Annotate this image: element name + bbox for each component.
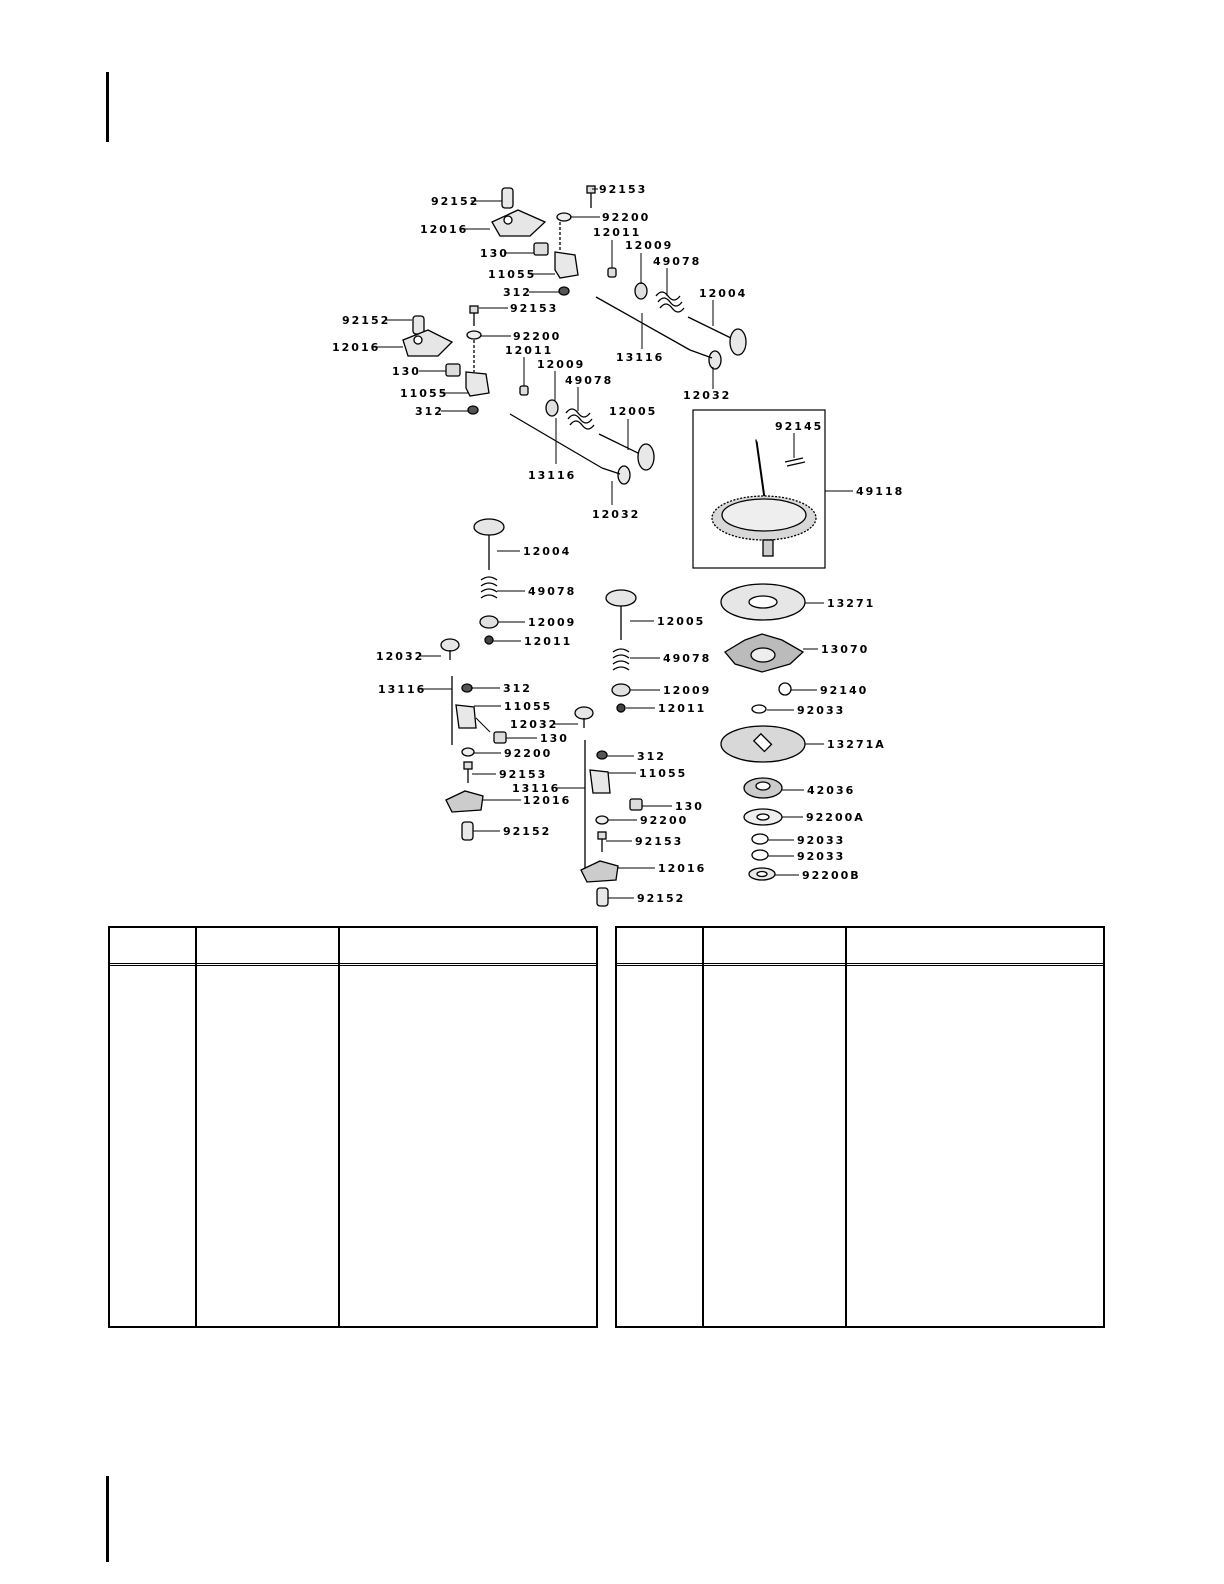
lower-rocker-assembly xyxy=(402,305,655,485)
callout-label: 13116 xyxy=(512,782,560,795)
callout-label: 12032 xyxy=(510,718,558,731)
callout-label: 130 xyxy=(540,732,569,745)
callout-label: 92200 xyxy=(504,747,552,760)
valve-stem-12004 xyxy=(687,316,736,341)
callout-label: 92033 xyxy=(797,704,845,717)
push-rod-13116 xyxy=(595,296,691,351)
callout-label: 12016 xyxy=(332,341,380,354)
nut-312 xyxy=(558,286,570,296)
rocker-arm-12016 xyxy=(491,209,547,237)
bottom-middle-assembly xyxy=(574,589,643,907)
callout-label: 92200A xyxy=(806,811,865,824)
callout-label: 12011 xyxy=(505,344,553,357)
callout-label: 12005 xyxy=(609,405,657,418)
callout-label: 92200B xyxy=(802,869,861,882)
callout-label: 92200 xyxy=(640,814,688,827)
callout-label: 13271A xyxy=(827,738,886,751)
callout-label: 13116 xyxy=(528,469,576,482)
leader-lines xyxy=(374,188,853,899)
callout-label: 92153 xyxy=(599,183,647,196)
callout-label: 13070 xyxy=(821,643,869,656)
callout-label: 12009 xyxy=(625,239,673,252)
callout-label: 130 xyxy=(675,800,704,813)
tappet-12032 xyxy=(708,350,722,370)
callout-label: 312 xyxy=(503,682,532,695)
callout-label: 92153 xyxy=(510,302,558,315)
bottom-left-assembly xyxy=(440,518,507,841)
callout-labels: 92153 92152 92200 12016 12011 130 12009 … xyxy=(332,183,904,905)
callout-label: 312 xyxy=(415,405,444,418)
callout-label: 92200 xyxy=(602,211,650,224)
callout-label: 12032 xyxy=(683,389,731,402)
callout-label: 42036 xyxy=(807,784,855,797)
valve-head-12004 xyxy=(729,328,747,356)
column-divider xyxy=(845,928,847,1326)
callout-label: 49078 xyxy=(653,255,701,268)
callout-label: 12016 xyxy=(658,862,706,875)
spring-49078 xyxy=(655,291,685,313)
callout-label: 11055 xyxy=(400,387,448,400)
top-rocker-assembly xyxy=(491,185,747,370)
column-divider xyxy=(195,928,197,1326)
callout-label: 12011 xyxy=(524,635,572,648)
callout-label: 13116 xyxy=(616,351,664,364)
parts-list-table-right xyxy=(615,926,1105,1328)
callout-label: 92152 xyxy=(431,195,479,208)
exploded-parts-diagram: 92153 92152 92200 12016 12011 130 12009 … xyxy=(332,183,904,907)
callout-label: 92152 xyxy=(342,314,390,327)
callout-label: 312 xyxy=(637,750,666,763)
callout-label: 12009 xyxy=(663,684,711,697)
column-divider xyxy=(338,928,340,1326)
table-header-row xyxy=(110,928,596,966)
governor-stack xyxy=(720,583,806,881)
callout-label: 12016 xyxy=(523,794,571,807)
washer-92200 xyxy=(556,212,572,222)
callout-label: 13271 xyxy=(827,597,875,610)
callout-label: 12011 xyxy=(593,226,641,239)
callout-label: 49078 xyxy=(565,374,613,387)
callout-label: 12032 xyxy=(376,650,424,663)
table-header-row xyxy=(617,928,1103,966)
callout-label: 12011 xyxy=(658,702,706,715)
callout-label: 92033 xyxy=(797,850,845,863)
camshaft-box xyxy=(692,409,826,569)
callout-label: 12016 xyxy=(420,223,468,236)
callout-label: 130 xyxy=(392,365,421,378)
callout-label: 92033 xyxy=(797,834,845,847)
callout-label: 92152 xyxy=(637,892,685,905)
bracket-11055 xyxy=(554,251,579,279)
callout-label: 12005 xyxy=(657,615,705,628)
parts-list-table-left xyxy=(108,926,598,1328)
callout-label: 12009 xyxy=(528,616,576,629)
callout-label: 130 xyxy=(480,247,509,260)
nut-130 xyxy=(533,242,549,256)
callout-label: 49118 xyxy=(856,485,904,498)
callout-label: 92152 xyxy=(503,825,551,838)
column-divider xyxy=(702,928,704,1326)
page-edge-mark xyxy=(106,72,109,142)
callout-label: 92145 xyxy=(775,420,823,433)
callout-label: 92153 xyxy=(499,768,547,781)
callout-label: 12004 xyxy=(699,287,747,300)
callout-label: 11055 xyxy=(639,767,687,780)
callout-label: 92153 xyxy=(635,835,683,848)
callout-label: 49078 xyxy=(528,585,576,598)
callout-label: 12009 xyxy=(537,358,585,371)
callout-label: 11055 xyxy=(504,700,552,713)
pivot-92152 xyxy=(501,187,514,209)
cap-12011 xyxy=(607,267,617,278)
callout-label: 13116 xyxy=(378,683,426,696)
callout-label: 49078 xyxy=(663,652,711,665)
callout-label: 12032 xyxy=(592,508,640,521)
callout-label: 92200 xyxy=(513,330,561,343)
callout-label: 92140 xyxy=(820,684,868,697)
page-edge-mark xyxy=(106,1476,109,1562)
retainer-12009 xyxy=(634,282,648,300)
callout-label: 11055 xyxy=(488,268,536,281)
callout-label: 312 xyxy=(503,286,532,299)
callout-label: 12004 xyxy=(523,545,571,558)
